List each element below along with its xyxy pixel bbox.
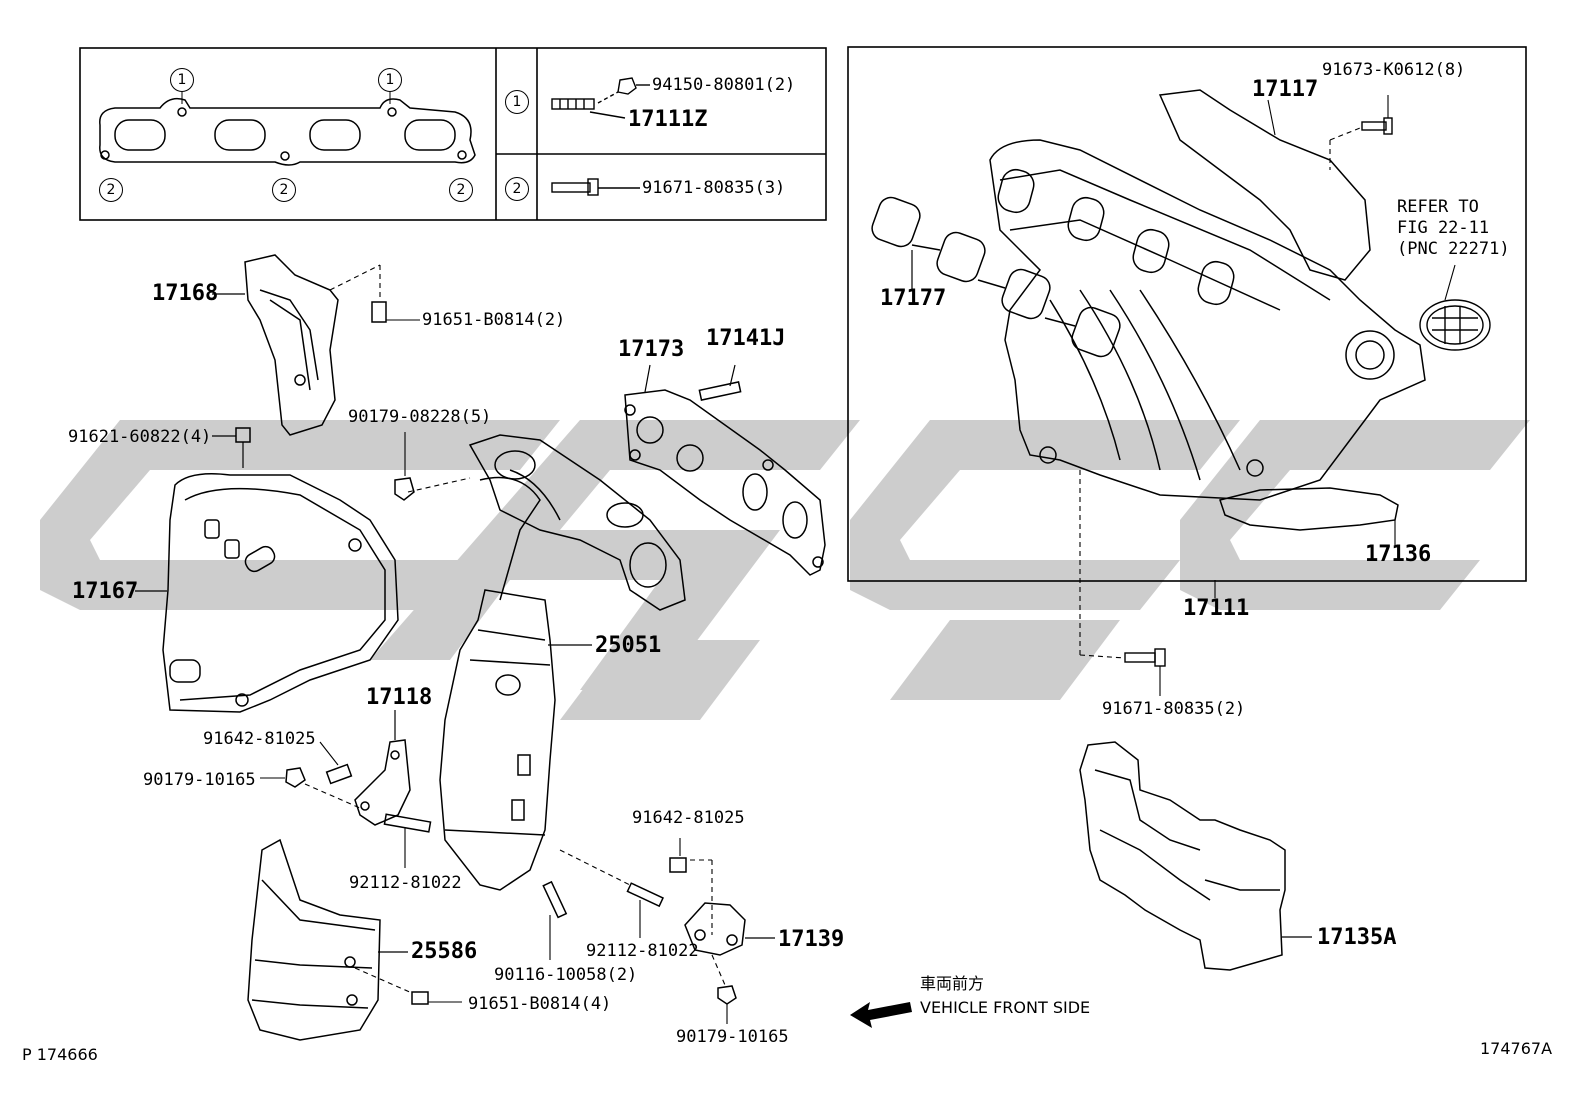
inset-fasteners — [551, 77, 650, 196]
refer-line-3: (PNC 22271) — [1397, 239, 1510, 259]
part-label-90179-10165-a: 90179-10165 — [143, 770, 256, 790]
part-label-17173: 17173 — [618, 337, 685, 362]
intake-gasket-17177 — [871, 196, 1121, 358]
insulator-17135a — [1079, 741, 1312, 971]
inset-marker-2c: 2 — [449, 178, 473, 202]
part-label-90179-08228: 90179-08228(5) — [348, 407, 492, 427]
exhaust-gasket-17173 — [624, 364, 826, 576]
part-label-17117: 17117 — [1252, 77, 1319, 102]
part-label-17135a: 17135A — [1317, 925, 1397, 950]
part-label-17141j: 17141J — [706, 326, 786, 351]
watermark-logo — [40, 420, 1530, 720]
heat-insulator-17167 — [135, 427, 399, 713]
refer-line-2: FIG 22-11 — [1397, 218, 1490, 238]
part-label-94150: 94150-80801(2) — [652, 75, 796, 95]
part-label-91651-2: 91651-B0814(2) — [422, 310, 566, 330]
part-label-17111: 17111 — [1183, 596, 1250, 621]
part-label-91673: 91673-K0612(8) — [1322, 60, 1466, 80]
part-label-17118: 17118 — [366, 685, 433, 710]
part-label-17111z: 17111Z — [628, 107, 708, 132]
inset-marker-2a: 2 — [99, 178, 123, 202]
part-label-25586: 25586 — [411, 939, 478, 964]
part-label-17167: 17167 — [72, 579, 139, 604]
part-label-17139: 17139 — [778, 927, 845, 952]
stay-17139 — [542, 838, 775, 1024]
refer-line-1: REFER TO — [1397, 197, 1479, 217]
part-label-17168: 17168 — [152, 281, 219, 306]
part-label-91642-a: 91642-81025 — [203, 729, 316, 749]
heat-insulator-25586 — [247, 838, 462, 1041]
intake-box — [847, 46, 1527, 582]
footer-left-code: P 174666 — [22, 1045, 98, 1064]
front-arrow — [850, 1002, 912, 1028]
part-label-91621: 91621-60822(4) — [68, 427, 212, 447]
inset-marker-1b: 1 — [378, 68, 402, 92]
bracket-17118 — [260, 710, 432, 868]
part-label-90116: 90116-10058(2) — [494, 965, 638, 985]
part-label-90179-10165-c: 90179-10165 — [676, 1027, 789, 1047]
front-label-en: VEHICLE FRONT SIDE — [920, 998, 1091, 1017]
part-label-92112-a: 92112-81022 — [349, 873, 462, 893]
exhaust-manifold-25051 — [394, 432, 686, 891]
part-label-17177: 17177 — [880, 286, 947, 311]
part-label-91642-b: 91642-81025 — [632, 808, 745, 828]
inset-gasket — [99, 90, 476, 166]
part-label-91671-3: 91671-80835(3) — [642, 178, 786, 198]
inset-row-1-marker: 1 — [505, 90, 529, 114]
part-label-92112-b: 92112-81022 — [586, 941, 699, 961]
intake-manifold-17111 — [989, 89, 1426, 598]
part-label-17136: 17136 — [1365, 542, 1432, 567]
part-label-25051: 25051 — [595, 633, 662, 658]
inset-marker-1a: 1 — [170, 68, 194, 92]
part-label-91671-2: 91671-80835(2) — [1102, 699, 1246, 719]
heat-insulator-17168 — [212, 254, 420, 436]
inset-box — [79, 47, 827, 221]
inset-marker-2b: 2 — [272, 178, 296, 202]
intake-fasteners — [1079, 95, 1491, 696]
front-label-jp: 車両前方 — [920, 974, 985, 993]
inset-row-2-marker: 2 — [505, 177, 529, 201]
footer-right-code: 174767A — [1480, 1039, 1553, 1058]
part-label-91651-4: 91651-B0814(4) — [468, 994, 612, 1014]
